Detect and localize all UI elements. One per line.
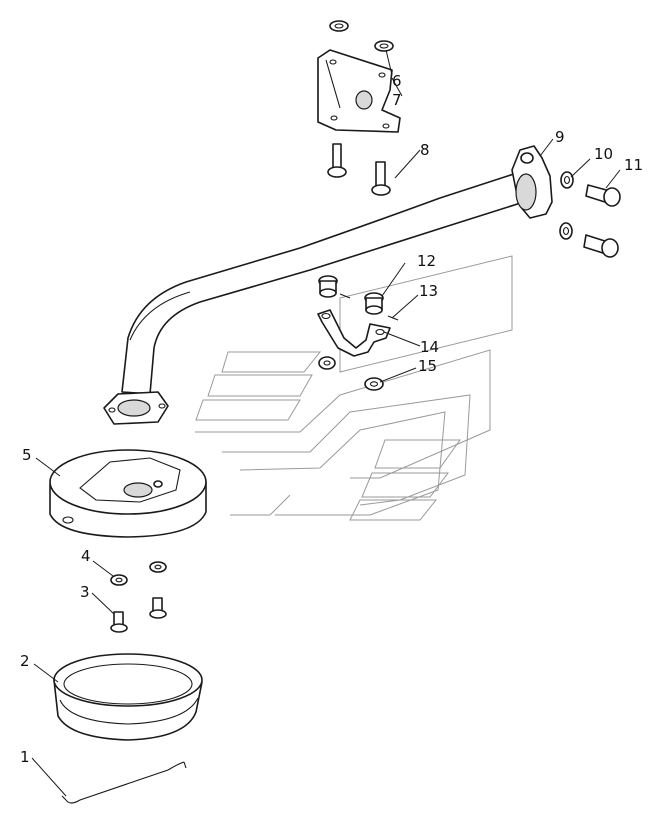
part-14-clamp xyxy=(317,309,391,357)
part-3-bolts xyxy=(110,597,167,633)
callout-14: 14 xyxy=(420,338,439,356)
part-6-washers xyxy=(329,20,394,52)
callout-13: 13 xyxy=(419,282,438,300)
part-10-washers xyxy=(559,171,574,240)
callout-12: 12 xyxy=(417,252,436,270)
leader-lines xyxy=(31,49,621,797)
callout-3: 3 xyxy=(80,583,90,601)
part-5-filter-housing xyxy=(49,449,207,538)
callout-15: 15 xyxy=(418,357,437,375)
callout-9: 9 xyxy=(555,128,565,146)
callout-10: 10 xyxy=(594,145,613,163)
part-12-bolts xyxy=(318,275,384,315)
callout-1: 1 xyxy=(20,748,30,766)
part-15-nuts xyxy=(318,356,384,391)
part-4-washers xyxy=(110,561,167,586)
callout-2: 2 xyxy=(20,652,30,670)
callout-labels: 1 2 3 4 5 6 7 8 9 10 11 12 13 14 15 xyxy=(20,72,643,766)
part-1-wire-clip xyxy=(61,761,187,804)
part-7-bracket xyxy=(317,49,401,133)
callout-4: 4 xyxy=(81,547,91,565)
callout-6: 6 xyxy=(392,72,402,90)
callout-11: 11 xyxy=(624,156,643,174)
part-13-pins xyxy=(339,293,399,321)
background-watermark xyxy=(195,255,513,521)
callout-8: 8 xyxy=(420,141,430,159)
callout-5: 5 xyxy=(22,446,32,464)
intake-pipe xyxy=(103,171,531,425)
part-9-flange xyxy=(511,145,553,219)
part-11-bolts xyxy=(583,184,621,258)
part-2-filter-ring xyxy=(53,653,203,741)
callout-7: 7 xyxy=(392,91,402,109)
part-8-bolts xyxy=(327,143,391,196)
